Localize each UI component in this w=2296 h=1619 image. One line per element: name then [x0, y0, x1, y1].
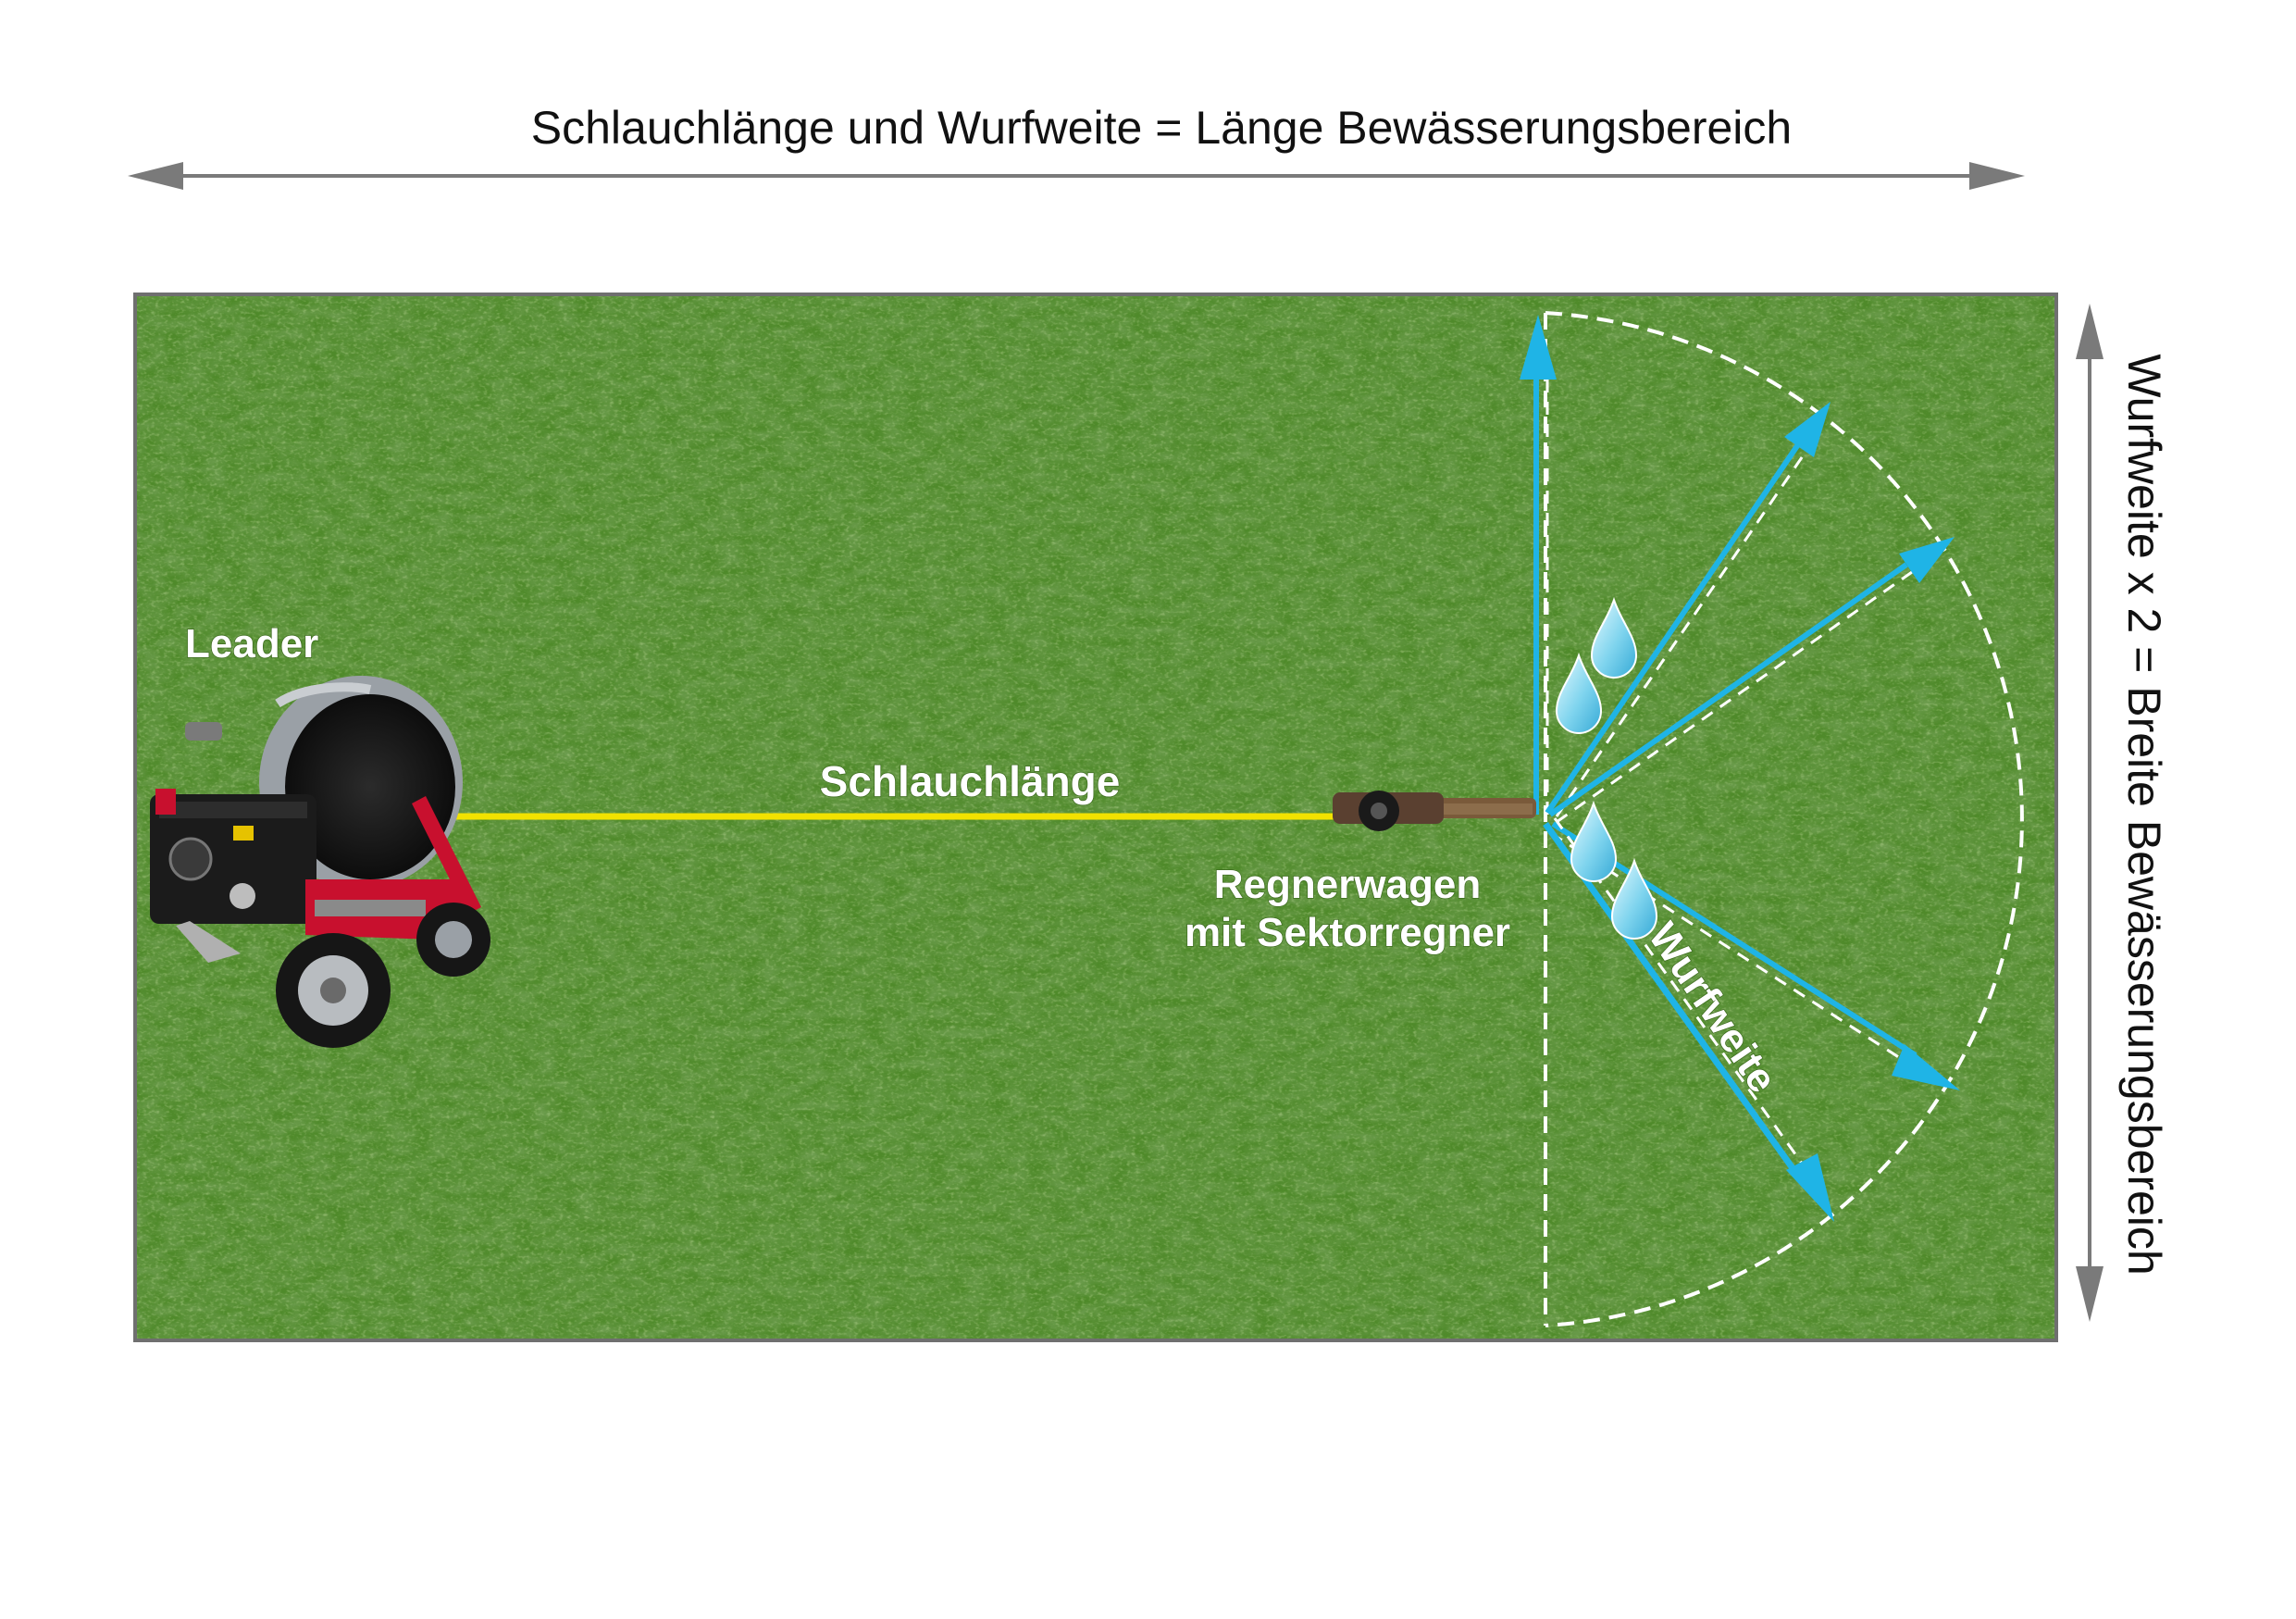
cart-label-line2: mit Sektorregner [1185, 910, 1510, 955]
water-drop-icon [1555, 652, 1603, 734]
width-arrow [2076, 304, 2104, 1322]
machine-label: Leader [185, 621, 318, 666]
spray-arrowhead [1520, 315, 1557, 380]
spray-ray [1533, 370, 1549, 815]
water-drop-icon [1590, 596, 1638, 679]
water-drop-icon [1570, 800, 1618, 882]
hose-length-label: Schlauchlänge [820, 757, 1121, 805]
spray-arrowhead [1786, 1153, 1834, 1222]
top-label: Schlauchlänge und Wurfweite = Länge Bewä… [531, 102, 1792, 154]
spray-arrowhead [1784, 402, 1831, 457]
hose-reel-irrigator-icon [150, 676, 490, 1048]
side-label: Wurfweite x 2 = Breite Bewässerungsberei… [2118, 354, 2170, 1275]
sprinkler-cart-icon [1333, 791, 1536, 831]
spray-ray [1545, 433, 1814, 817]
spray-arrowhead [1892, 1044, 1960, 1090]
water-drop-icon [1610, 857, 1658, 940]
length-arrow [128, 162, 2025, 190]
spray-ray [1548, 562, 1913, 824]
sector-boundary [1544, 311, 2024, 1327]
spray-arrowhead [1899, 537, 1955, 583]
water-drops [1555, 596, 1658, 940]
cart-label-line1: Regnerwagen [1214, 862, 1482, 907]
